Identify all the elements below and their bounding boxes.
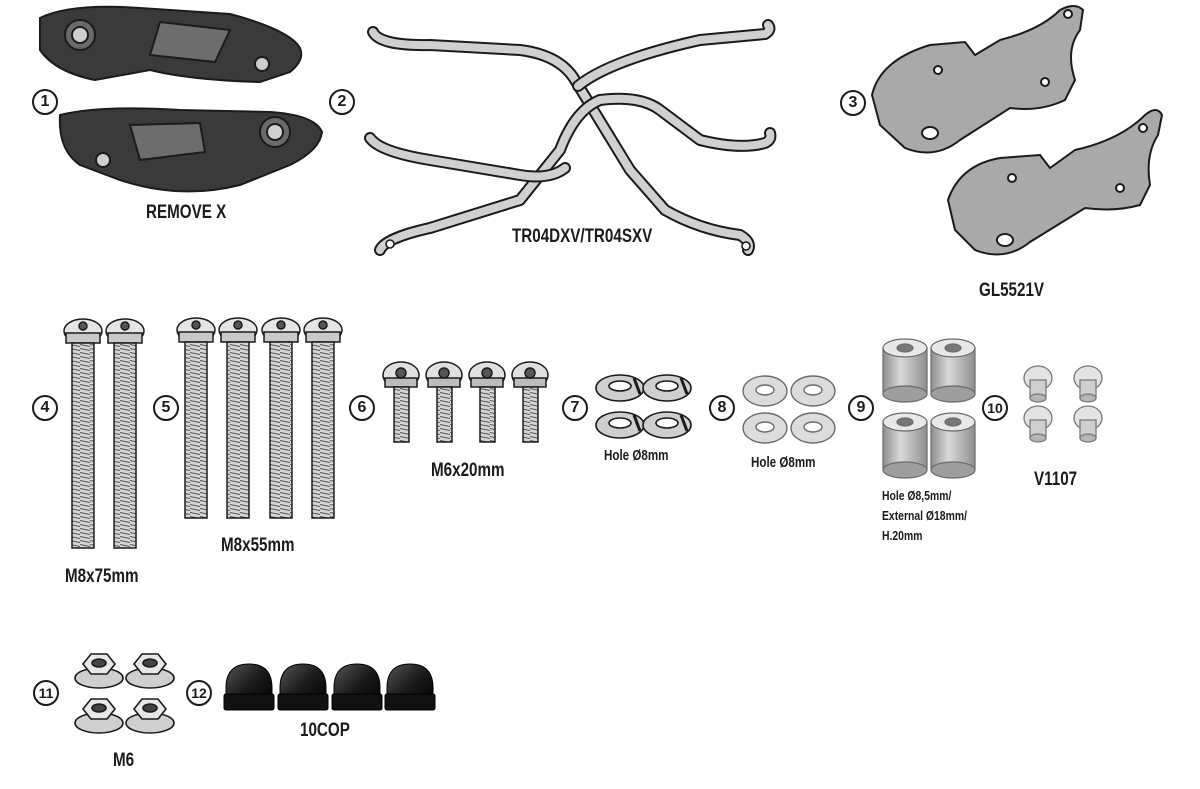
part-number-11: 11 [33, 680, 59, 706]
bracket-upper [870, 5, 1085, 154]
part-number-7: 7 [562, 395, 588, 421]
flange-nuts [74, 653, 175, 734]
flat-washer-4 [790, 412, 836, 444]
lock-washer-4 [642, 411, 692, 439]
part-label-9-line-2: External Ø18mm/ [882, 508, 967, 523]
cap-nuts [223, 663, 436, 711]
part-label-8: Hole Ø8mm [751, 455, 816, 471]
part-label-7: Hole Ø8mm [604, 448, 669, 464]
adapter-plate-bottom [58, 107, 324, 193]
flange-nut-4 [125, 698, 175, 734]
lock-washer-1 [595, 374, 645, 402]
spacer-1 [882, 338, 928, 403]
part-number-4: 4 [32, 395, 58, 421]
part-label-5: M8x55mm [221, 535, 295, 556]
part-label-3: GL5521V [979, 280, 1045, 301]
lock-washer-2 [642, 374, 692, 402]
cap-nut-2 [277, 663, 329, 711]
bushing-1 [1023, 365, 1053, 403]
part-label-4: M8x75mm [65, 566, 139, 587]
spacers [882, 338, 976, 479]
adapter-plate-top [39, 5, 303, 84]
spacer-2 [930, 338, 976, 403]
part-number-12: 12 [186, 680, 212, 706]
cap-nut-3 [331, 663, 383, 711]
part-number-8: 8 [709, 395, 735, 421]
part-label-6: M6x20mm [431, 460, 505, 481]
part-number-9: 9 [848, 395, 874, 421]
screw-m6x20-b [425, 361, 463, 443]
part-label-9-line-3: H.20mm [882, 528, 923, 543]
cap-nut-1 [223, 663, 275, 711]
part-number-2: 2 [329, 89, 355, 115]
part-label-9-line-1: Hole Ø8,5mm/ [882, 488, 952, 503]
bushing-3 [1023, 405, 1053, 443]
screw-m6x20-a [382, 361, 420, 443]
part-number-5: 5 [153, 395, 179, 421]
screw-m8x75-a [63, 318, 103, 549]
side-frame-right [367, 19, 776, 256]
screw-m6x20-c [468, 361, 506, 443]
screw-m8x55-a [176, 317, 216, 519]
part-number-1: 1 [32, 89, 58, 115]
bushing-2 [1073, 365, 1103, 403]
screw-m8x55-d [303, 317, 343, 519]
lock-washer-3 [595, 411, 645, 439]
screw-m6x20-d [511, 361, 549, 443]
part-number-6: 6 [349, 395, 375, 421]
part-label-11: M6 [113, 750, 135, 771]
spacer-4 [930, 412, 976, 479]
flat-washer-2 [790, 375, 836, 407]
screw-m8x55-b [218, 317, 258, 519]
part-number-10: 10 [982, 395, 1008, 421]
flange-nut-1 [74, 653, 124, 689]
flange-nut-3 [74, 698, 124, 734]
screw-m8x55-c [261, 317, 301, 519]
bracket-lower [946, 109, 1164, 256]
flange-nut-2 [125, 653, 175, 689]
flat-washer-3 [742, 412, 788, 444]
flat-washer-1 [742, 375, 788, 407]
screw-m8x75-b [105, 318, 145, 549]
part-label-1: REMOVE X [146, 202, 227, 223]
part-label-10: V1107 [1034, 469, 1078, 490]
flat-washers [742, 375, 836, 444]
side-frame-left [364, 92, 777, 256]
bushings [1023, 365, 1103, 443]
bushing-4 [1073, 405, 1103, 443]
part-label-2: TR04DXV/TR04SXV [512, 226, 653, 247]
cap-nut-4 [384, 663, 436, 711]
part-label-12: 10COP [300, 720, 350, 741]
spacer-3 [882, 412, 928, 479]
part-number-3: 3 [840, 90, 866, 116]
lock-washers [595, 374, 692, 439]
